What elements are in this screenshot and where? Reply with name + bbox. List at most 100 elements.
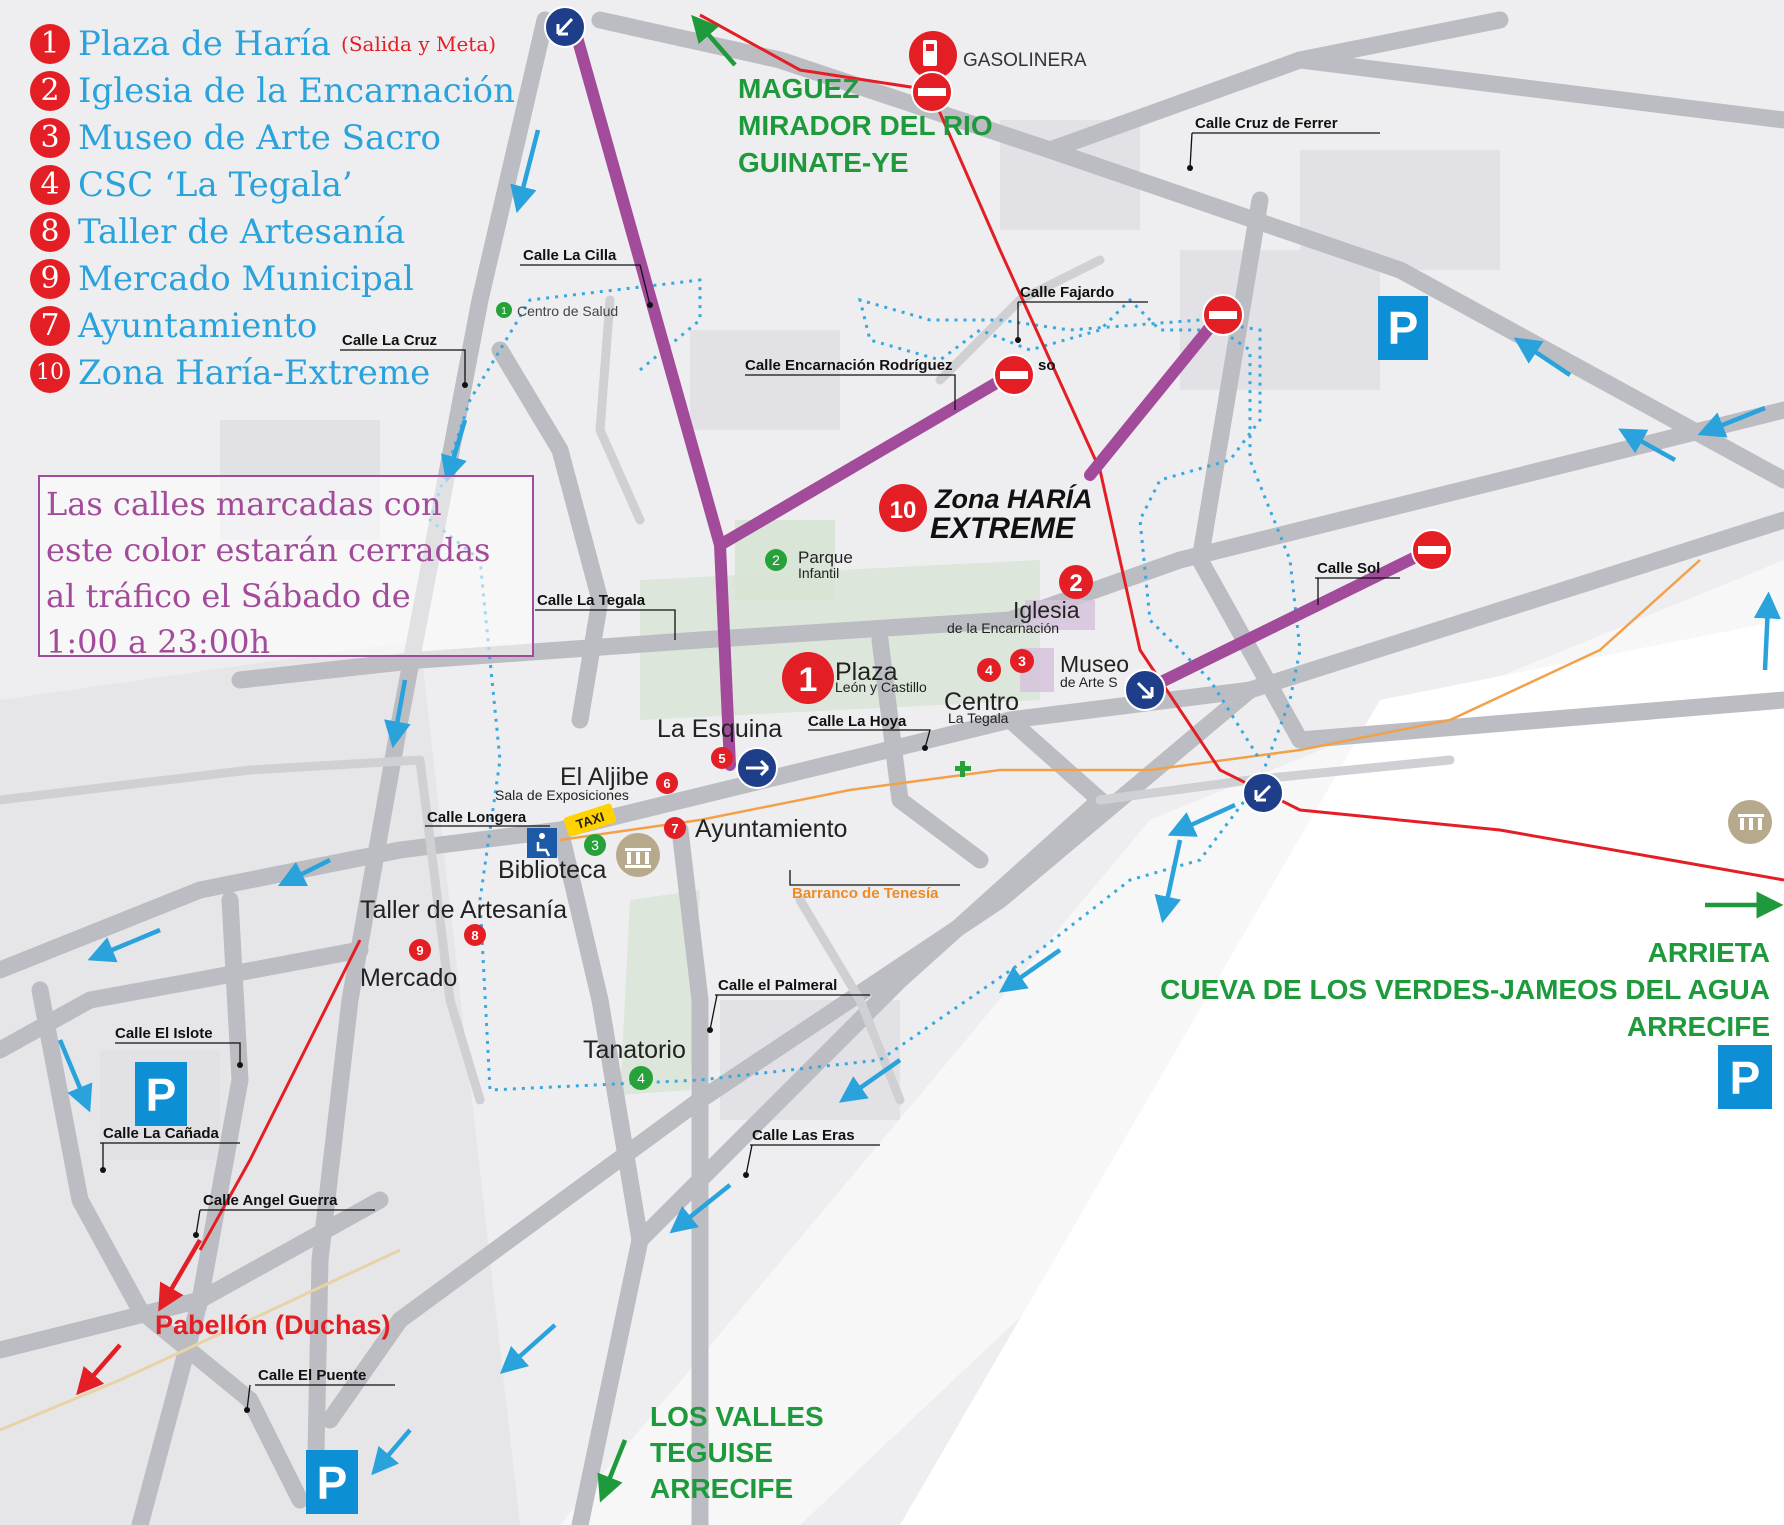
parking-icon: P (1730, 1052, 1761, 1104)
iglesia-label-2: de la Encarnación (947, 620, 1059, 636)
parque-label-2: Infantil (798, 565, 839, 581)
route-badges: 1 2 3 4 5 6 7 8 9 (409, 565, 1093, 961)
closed-streets (569, 24, 1436, 771)
no-entry-icon (911, 71, 953, 113)
legend-item: 4 CSC ‘La Tegala’ (30, 161, 515, 208)
zona-extreme-label-1: Zona HARÍA (934, 483, 1093, 514)
no-entry-icon (1411, 529, 1453, 571)
dest-valles: LOS VALLES (650, 1401, 824, 1432)
street-label-hoya: Calle La Hoya (808, 713, 907, 730)
zona-extreme-badge: 10 (890, 497, 917, 524)
zona-extreme-label-2: EXTREME (930, 512, 1076, 545)
pharmacy-icon (955, 761, 971, 777)
plaza-label-2: León y Castillo (835, 679, 927, 695)
legend-number: 3 (30, 117, 70, 158)
legend-number: 9 (30, 258, 70, 299)
street-label-canada: Calle La Cañada (103, 1125, 220, 1142)
street-label-barranco: Barranco de Tenesía (792, 885, 939, 902)
gasolinera-label: GASOLINERA (963, 50, 1087, 71)
legend-note: (Salida y Meta) (341, 31, 497, 56)
parking-icon: P (146, 1069, 177, 1121)
dest-mirador: MIRADOR DEL RIO (738, 110, 993, 141)
plaza-label: Plaza (835, 658, 898, 686)
centro-salud-label: Centro de Salud (517, 303, 618, 319)
destination-arrows (597, 14, 1784, 1503)
tanatorio-badge-num: 4 (637, 1070, 645, 1086)
destinations: MAGUEZ MIRADOR DEL RIO GUINATE-YE ARRIET… (650, 73, 1770, 1504)
biblioteca-label: Biblioteca (498, 856, 606, 884)
closure-notice: Las calles marcadas con este color estar… (38, 475, 534, 661)
street-label-encarnacion-tail: so (1038, 357, 1056, 374)
gas-station: GASOLINERA (909, 31, 1087, 79)
parking-signs: P P P P (135, 296, 1772, 1514)
zona-extreme: 10 Zona HARÍA EXTREME (879, 483, 1093, 545)
badge-6: 6 (663, 776, 670, 791)
mercado-label: Mercado (360, 964, 457, 992)
legend-label: Ayuntamiento (78, 305, 318, 346)
notice-line: al tráfico el Sábado de (46, 577, 411, 615)
taller-label: Taller de Artesanía (360, 896, 567, 924)
ayuntamiento-label: Ayuntamiento (695, 815, 847, 843)
street-label-sol: Calle Sol (1317, 560, 1380, 577)
street-labels: Calle La Cilla Calle La Cruz Calle Encar… (100, 115, 1400, 1413)
notice-line: 1:00 a 23:00h (46, 623, 271, 661)
badge-1: 1 (799, 661, 818, 699)
esquina-label: La Esquina (657, 715, 782, 743)
race-route-red (699, 13, 1784, 882)
direction-signs (544, 6, 1284, 814)
badge-2: 2 (1069, 570, 1082, 597)
street-label-tegala: Calle La Tegala (537, 592, 646, 609)
no-entry-icon (1202, 294, 1244, 336)
dest-arrecife-east: ARRECIFE (1627, 1011, 1770, 1042)
beige-path (0, 1248, 401, 1432)
direction-arrow-icon (1124, 669, 1166, 711)
dest-guinate: GUINATE-YE (738, 147, 909, 178)
parque-label: Parque (798, 548, 853, 567)
tanatorio-label: Tanatorio (583, 1036, 686, 1064)
place-labels: GASOLINERA 1 Centro de Salud 2 Parque In… (155, 31, 1772, 1340)
badge-5: 5 (718, 751, 725, 766)
notice-line: este color estarán cerradas (46, 531, 491, 569)
parking-icon: P (317, 1457, 348, 1509)
dest-maguez: MAGUEZ (738, 73, 859, 104)
legend-label: Mercado Municipal (78, 258, 414, 299)
badge-9: 9 (416, 943, 423, 958)
aljibe-label: El Aljibe (560, 763, 649, 791)
legend: 1 Plaza de Haría (Salida y Meta) 2 Igles… (30, 20, 515, 396)
museum-icon (616, 833, 660, 877)
museo-label: Museo (1060, 651, 1129, 677)
pabellon-arrows (76, 1238, 202, 1396)
street-label-puente: Calle El Puente (258, 1367, 366, 1384)
direction-arrow-icon (544, 6, 586, 48)
dest-teguise: TEGUISE (650, 1437, 773, 1468)
biblioteca-badge-num: 3 (591, 837, 599, 853)
aljibe-label-2: Sala de Exposiciones (495, 787, 629, 803)
race-route-red-2 (198, 939, 362, 1251)
dest-arrieta: ARRIETA (1648, 937, 1770, 968)
street-label-longera: Calle Longera (427, 809, 527, 826)
legend-label: Museo de Arte Sacro (78, 117, 441, 158)
legend-label: Plaza de Haría (78, 23, 332, 64)
parque-badge (765, 549, 787, 571)
legend-number: 10 (30, 352, 70, 393)
legend-item: 10 Zona Haría-Extreme (30, 349, 515, 396)
legend-number: 2 (30, 70, 70, 111)
tanatorio-badge (629, 1066, 653, 1090)
legend-item: 9 Mercado Municipal (30, 255, 515, 302)
health-badge (496, 302, 512, 318)
no-entry-signs (911, 71, 1453, 571)
traffic-arrows (57, 129, 1781, 1476)
direction-arrow-icon (736, 747, 778, 789)
legend-number: 1 (30, 23, 70, 64)
taxi-icon: TAXI (563, 803, 617, 837)
legend-item: 2 Iglesia de la Encarnación (30, 67, 515, 114)
museo-label-2: de Arte S (1060, 674, 1118, 690)
legend-item: 7 Ayuntamiento (30, 302, 515, 349)
street-label-eras: Calle Las Eras (752, 1127, 855, 1144)
street-label-fajardo: Calle Fajardo (1020, 284, 1114, 301)
legend-item: 3 Museo de Arte Sacro (30, 114, 515, 161)
no-entry-icon (993, 354, 1035, 396)
street-label-angel-guerra: Calle Angel Guerra (203, 1192, 338, 1209)
